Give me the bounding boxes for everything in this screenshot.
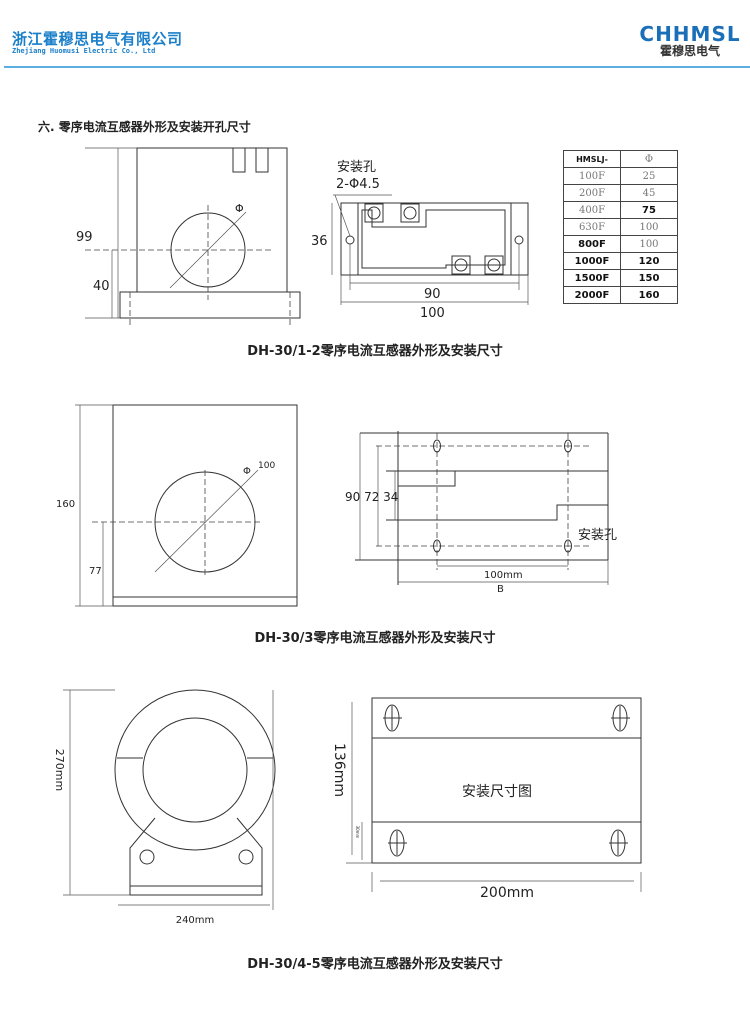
fig1-caption: DH-30/1-2零序电流互感器外形及安装尺寸 xyxy=(247,344,503,359)
table-cell-model: 1500F xyxy=(563,269,621,287)
table-cell-model: 400F xyxy=(563,201,621,219)
fig3-dim-center: 77 xyxy=(89,566,102,577)
table-cell-model: 2000F xyxy=(563,286,621,304)
table-header-row: HMSLJ- Φ xyxy=(563,150,678,168)
fig1-dim-center: 40 xyxy=(93,279,110,294)
fig6-center-label: 安装尺寸图 xyxy=(462,784,532,800)
fig6-dim-height: 136mm xyxy=(331,743,347,797)
fig3-dim-height: 160 xyxy=(56,499,75,510)
fig3-phi-label: Φ xyxy=(243,466,251,477)
company-name-cn: 浙江霍穆思电气有限公司 xyxy=(12,30,183,48)
fig6-mounting-drawing: 136mm 30mm 安装尺寸图 200mm xyxy=(331,697,642,901)
fig1-dim-height: 99 xyxy=(76,230,93,245)
logo-text-en: CHHMSL xyxy=(639,22,741,46)
table-cell-phi: 150 xyxy=(620,269,678,287)
fig5-caption: DH-30/4-5零序电流互感器外形及安装尺寸 xyxy=(247,957,503,972)
table-cell-model: 200F xyxy=(563,184,621,202)
table-cell-phi: 75 xyxy=(620,201,678,219)
table-cell-model: 1000F xyxy=(563,252,621,270)
table-cell-phi: 160 xyxy=(620,286,678,304)
fig5-dim-height: 270mm xyxy=(53,749,66,791)
table-cell-phi: 120 xyxy=(620,252,678,270)
fig2-dim-height: 36 xyxy=(311,234,328,249)
fig2-dim-width: 100 xyxy=(420,306,445,321)
fig6-dim-small: 30mm xyxy=(355,826,360,839)
fig2-mounting-drawing: 安装孔 2-Φ4.5 36 90 100 xyxy=(311,160,529,321)
fig2-dim-hole-spacing: 90 xyxy=(424,287,441,302)
fig1-phi-label: Φ xyxy=(235,202,244,215)
fig1-outline-drawing: 99 40 Φ xyxy=(76,147,301,325)
table-cell-phi: 25 xyxy=(620,167,678,185)
fig3-phi-value: 100 xyxy=(258,461,275,471)
fig3-caption: DH-30/3零序电流互感器外形及安装尺寸 xyxy=(254,631,496,646)
table-cell-model: 100F xyxy=(563,167,621,185)
fig6-dim-width: 200mm xyxy=(480,885,534,901)
table-cell-phi: 45 xyxy=(620,184,678,202)
table-cell-phi: 100 xyxy=(620,235,678,253)
fig4-dim-width: B xyxy=(497,584,504,595)
fig4-dims-vertical: 90 72 34 xyxy=(345,490,398,504)
company-name-en: Zhejiang Huomusi Electric Co., Ltd xyxy=(12,47,156,55)
brand-logo: CHHMSL 霍穆思电气 xyxy=(634,24,746,58)
table-cell-model: 800F xyxy=(563,235,621,253)
fig2-hole-label: 安装孔 xyxy=(337,160,376,175)
table-cell-model: 630F xyxy=(563,218,621,236)
fig5-outline-drawing: 270mm 240mm xyxy=(53,689,276,926)
fig4-dim-hole-spacing: 100mm xyxy=(484,570,523,581)
fig4-hole-label: 安装孔 xyxy=(578,528,617,543)
fig4-mounting-drawing: 90 72 34 安装孔 100mm B xyxy=(345,431,617,595)
section-title: 六. 零序电流互感器外形及安装开孔尺寸 xyxy=(38,120,251,134)
table-cell-phi: 100 xyxy=(620,218,678,236)
header-divider xyxy=(4,66,750,68)
fig2-hole-spec: 2-Φ4.5 xyxy=(336,177,380,192)
table-header-model: HMSLJ- xyxy=(563,150,621,168)
fig3-outline-drawing: 160 77 Φ 100 xyxy=(56,404,298,607)
table-header-phi: Φ xyxy=(620,150,678,168)
logo-text-cn: 霍穆思电气 xyxy=(659,44,720,58)
fig5-dim-width: 240mm xyxy=(176,915,215,926)
